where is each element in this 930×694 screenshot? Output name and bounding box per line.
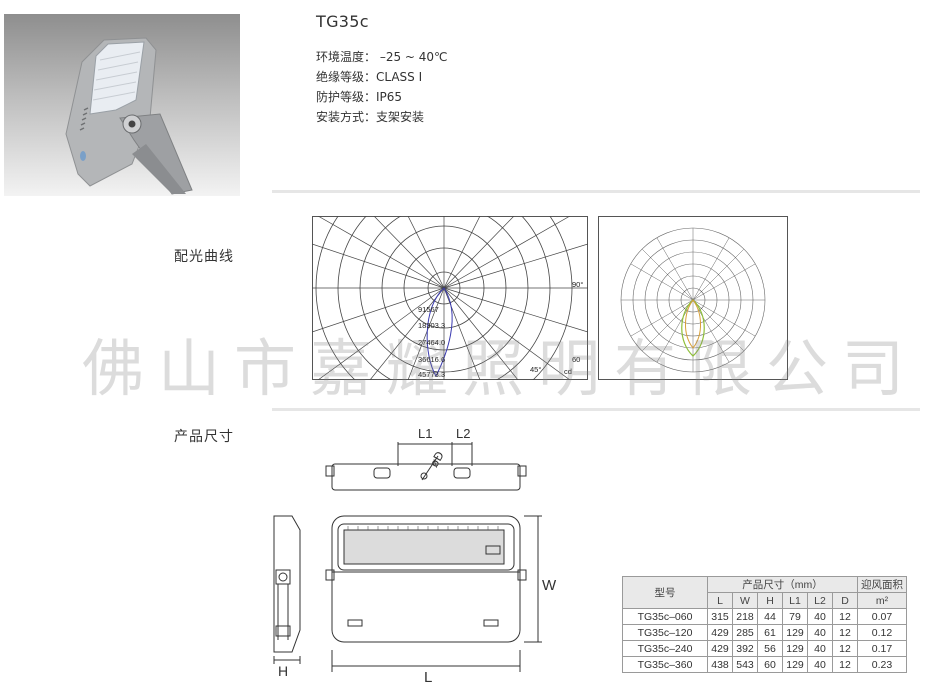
top-view [325, 442, 527, 491]
row-l: 429 [707, 640, 733, 657]
table-header-model: 型号 [622, 576, 708, 609]
dim-label-l2: L2 [456, 426, 470, 441]
angle-label-45: 45° [530, 365, 541, 374]
spec-ip-rating: 防护等级：IP65 [316, 90, 403, 104]
row-l: 429 [707, 624, 733, 641]
section-label-dimensions: 产品尺寸 [174, 429, 234, 445]
table-row: TG35c–360 438 543 60 129 40 12 0.23 [622, 656, 907, 673]
row-area: 0.23 [857, 656, 907, 673]
dimension-drawing: L1 L2 øD H [273, 426, 557, 686]
curve-value-5: 45773.3 [418, 370, 445, 379]
spec-installation: 安装方式：支架安装 [316, 110, 425, 124]
floodlight-image [65, 37, 193, 195]
row-l2: 40 [807, 608, 833, 625]
row-l: 438 [707, 656, 733, 673]
row-l2: 40 [807, 624, 833, 641]
divider-top [272, 190, 920, 193]
angle-label-90: 90° [572, 280, 583, 289]
row-w: 543 [732, 656, 758, 673]
row-w: 285 [732, 624, 758, 641]
light-distribution-curve-chart: 91567 18303.3 27464.0 36616.6 45773.3 90… [312, 216, 588, 380]
row-h: 61 [757, 624, 783, 641]
side-view [273, 515, 301, 664]
front-view [325, 515, 542, 672]
product-model: TG35c [316, 12, 369, 31]
curve-value-1: 91567 [418, 305, 439, 314]
row-h: 44 [757, 608, 783, 625]
row-d: 12 [832, 624, 858, 641]
dim-label-l1: L1 [418, 426, 432, 441]
table-header-dimensions: 产品尺寸（mm） [707, 576, 858, 593]
row-w: 218 [732, 608, 758, 625]
table-subheader-h: H [757, 592, 783, 609]
row-l1: 129 [782, 656, 808, 673]
row-area: 0.17 [857, 640, 907, 657]
row-l: 315 [707, 608, 733, 625]
row-model: TG35c–360 [622, 656, 708, 673]
polar-distribution-chart [598, 216, 788, 380]
spec-insulation-class: 绝缘等级：CLASS I [316, 70, 423, 84]
angle-label-60: 60 [572, 355, 580, 364]
row-h: 60 [757, 656, 783, 673]
table-header-area: 迎风面积 [857, 576, 907, 593]
dim-label-d: øD [427, 449, 447, 470]
dim-label-l: L [424, 669, 432, 686]
row-d: 12 [832, 656, 858, 673]
table-subheader-l2: L2 [807, 592, 833, 609]
table-subheader-area-unit: m² [857, 592, 907, 609]
spec-ambient-temperature: 环境温度： –25 ~ 40℃ [316, 50, 448, 64]
row-l2: 40 [807, 656, 833, 673]
table-subheader-l1: L1 [782, 592, 808, 609]
row-l1: 79 [782, 608, 808, 625]
table-row: TG35c–060 315 218 44 79 40 12 0.07 [622, 608, 907, 625]
row-d: 12 [832, 608, 858, 625]
row-w: 392 [732, 640, 758, 657]
table-row: TG35c–120 429 285 61 129 40 12 0.12 [622, 624, 907, 641]
unit-label: cd [564, 367, 572, 376]
row-l1: 129 [782, 624, 808, 641]
curve-value-4: 36616.6 [418, 355, 445, 364]
row-l1: 129 [782, 640, 808, 657]
dim-label-h: H [278, 663, 288, 679]
table-subheader-d: D [832, 592, 858, 609]
table-subheader-w: W [732, 592, 758, 609]
row-model: TG35c–120 [622, 624, 708, 641]
table-subheader-l: L [707, 592, 733, 609]
table-row: TG35c–240 429 392 56 129 40 12 0.17 [622, 640, 907, 657]
row-area: 0.07 [857, 608, 907, 625]
dim-label-w: W [542, 577, 557, 594]
row-model: TG35c–240 [622, 640, 708, 657]
product-photo [4, 14, 240, 196]
spec-list: 环境温度： –25 ~ 40℃ 绝缘等级：CLASS I 防护等级：IP65 安… [316, 47, 448, 127]
curve-value-2: 18303.3 [418, 321, 445, 330]
company-watermark: 佛山市嘉耀照明有限公司 [82, 332, 919, 405]
row-l2: 40 [807, 640, 833, 657]
row-h: 56 [757, 640, 783, 657]
dimensions-table: 型号 产品尺寸（mm） 迎风面积 L W H L1 L2 D m² TG35c–… [622, 576, 907, 673]
divider-bottom [272, 408, 920, 411]
section-label-light-curve: 配光曲线 [174, 249, 234, 265]
row-d: 12 [832, 640, 858, 657]
row-area: 0.12 [857, 624, 907, 641]
curve-value-3: 27464.0 [418, 338, 445, 347]
row-model: TG35c–060 [622, 608, 708, 625]
